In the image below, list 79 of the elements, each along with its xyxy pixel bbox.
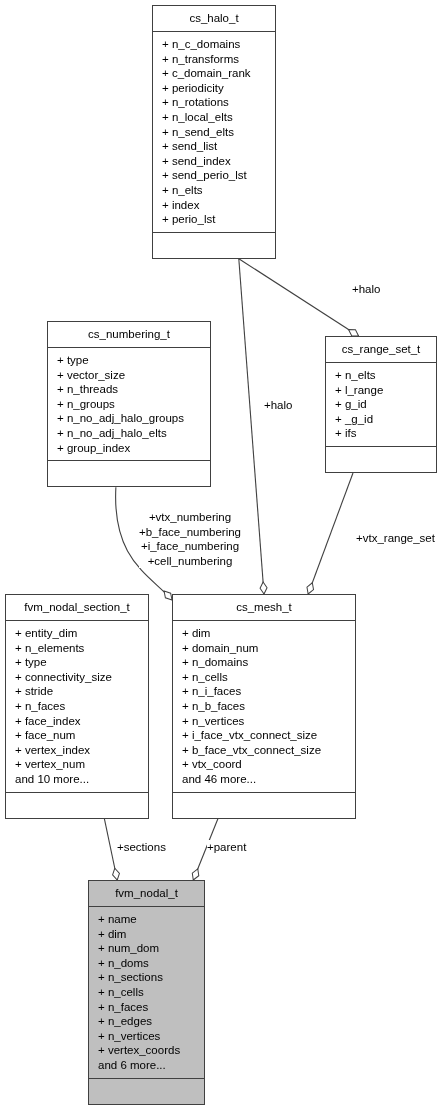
attribute-text: and 46 more... xyxy=(182,771,257,787)
attribute-text: + n_rotations xyxy=(162,95,229,110)
attribute-text: + i_face_vtx_connect_size xyxy=(182,728,318,743)
aggregation-line xyxy=(115,486,173,601)
attribute-text: + vertex_num xyxy=(15,757,85,772)
class-box xyxy=(325,336,437,473)
class-box xyxy=(88,880,205,1105)
attribute-text: + n_c_domains xyxy=(162,37,241,52)
class-box xyxy=(47,321,211,488)
attribute-text: + n_i_faces xyxy=(182,684,242,699)
attribute-text: + dim xyxy=(182,626,211,641)
class-name: cs_mesh_t xyxy=(236,601,292,613)
class-name: cs_halo_t xyxy=(189,12,239,24)
attribute-text: + n_sections xyxy=(98,970,163,985)
attribute-text: + n_no_adj_halo_elts xyxy=(57,425,167,441)
class-name: fvm_nodal_t xyxy=(115,887,178,899)
attribute-text: + c_domain_rank xyxy=(162,66,251,81)
attribute-text: + n_faces xyxy=(98,999,149,1015)
attribute-text: + vertex_coords xyxy=(98,1043,181,1058)
attribute-text: + n_elts xyxy=(335,368,376,383)
attribute-text: + n_local_elts xyxy=(162,109,233,125)
attribute-text: + n_vertices xyxy=(182,713,245,729)
attribute-text: + n_edges xyxy=(98,1014,153,1029)
attribute-text: + _g_id xyxy=(335,411,374,427)
attribute-text: + n_faces xyxy=(15,698,66,714)
attribute-text: + face_num xyxy=(15,728,76,743)
attribute-text: + l_range xyxy=(335,382,384,398)
class-box xyxy=(152,5,276,259)
attribute-text: + group_index xyxy=(57,440,131,456)
attribute-text: + n_doms xyxy=(98,955,149,971)
attribute-text: + n_send_elts xyxy=(162,124,234,140)
attribute-text: + n_transforms xyxy=(162,51,240,67)
attribute-text: + b_face_vtx_connect_size xyxy=(182,742,322,758)
attribute-text: + n_domains xyxy=(182,655,249,670)
attribute-text: + face_index xyxy=(15,713,81,729)
attribute-text: + n_cells xyxy=(182,669,228,685)
attribute-text: + name xyxy=(98,912,137,927)
attribute-text: + type xyxy=(15,655,47,670)
attribute-text: + type xyxy=(57,353,89,368)
class-box xyxy=(172,594,356,819)
edge-label: +vtx_numbering +b_face_numbering +i_face_numbering +cell_numbering xyxy=(139,510,241,569)
class-name: cs_range_set_t xyxy=(341,343,421,355)
attribute-text: and 6 more... xyxy=(98,1057,166,1073)
attribute-text: + n_b_faces xyxy=(182,698,245,714)
aggregation-line xyxy=(238,258,360,337)
attribute-text: + n_threads xyxy=(57,382,119,397)
aggregation-line xyxy=(191,818,219,881)
edge-label: +vtx_range_set xyxy=(356,531,435,546)
attribute-text: and 10 more... xyxy=(15,771,90,787)
attribute-text: + dim xyxy=(98,926,127,942)
class-name: fvm_nodal_section_t xyxy=(24,601,130,613)
attribute-text: + ifs xyxy=(335,426,357,441)
attribute-text: + perio_lst xyxy=(162,212,216,227)
attribute-text: + stride xyxy=(15,684,54,699)
class-name: cs_numbering_t xyxy=(88,328,170,340)
attribute-text: + vertex_index xyxy=(15,742,91,758)
aggregation-line xyxy=(238,258,268,595)
aggregation-line xyxy=(103,818,120,881)
attribute-text: + index xyxy=(162,197,200,213)
aggregation-line xyxy=(306,472,354,595)
attribute-text: + num_dom xyxy=(98,941,160,956)
edge-label: +parent xyxy=(207,840,247,855)
attribute-text: + entity_dim xyxy=(15,626,78,641)
attribute-text: + n_cells xyxy=(98,984,144,1000)
attribute-text: + domain_num xyxy=(182,640,259,656)
attribute-text: + n_groups xyxy=(57,396,115,412)
attribute-text: + vtx_coord xyxy=(182,757,242,772)
attribute-text: + n_elements xyxy=(15,640,85,656)
attribute-text: + n_elts xyxy=(162,182,203,198)
attribute-text: + send_index xyxy=(162,153,231,169)
attribute-text: + vector_size xyxy=(57,367,126,383)
attribute-text: + g_id xyxy=(335,397,367,412)
class-box xyxy=(5,594,149,819)
attribute-text: + send_list xyxy=(162,139,218,154)
attribute-text: + send_perio_lst xyxy=(162,168,247,183)
attribute-text: + connectivity_size xyxy=(15,669,112,685)
attribute-text: + n_vertices xyxy=(98,1028,161,1044)
attribute-text: + periodicity xyxy=(162,80,224,96)
attribute-text: + n_no_adj_halo_groups xyxy=(57,411,184,426)
